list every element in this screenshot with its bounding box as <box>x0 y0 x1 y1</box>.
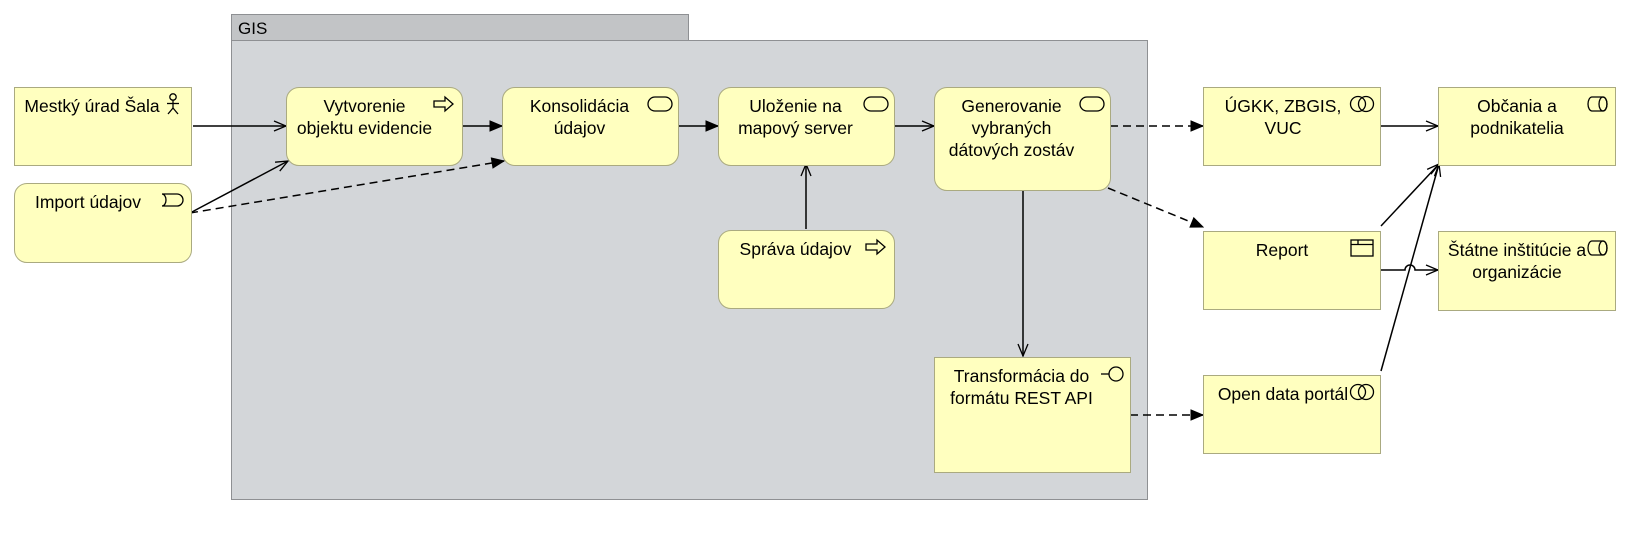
node-ugkk[interactable]: ÚGKK, ZBGIS, VUC <box>1203 87 1381 166</box>
node-vytvorenie[interactable]: Vytvorenie objektu evidencie <box>286 87 463 166</box>
service-icon <box>863 93 889 115</box>
interface-icon <box>1099 363 1125 385</box>
node-label: Občania a podnikatelia <box>1470 96 1564 138</box>
node-label: Uloženie na mapový server <box>738 96 853 138</box>
collaboration-icon <box>1349 381 1375 403</box>
node-sprava[interactable]: Správa údajov <box>718 230 895 309</box>
group-label: GIS <box>238 19 268 38</box>
node-obcania[interactable]: Občania a podnikatelia <box>1438 87 1616 166</box>
relation-report-obcania[interactable] <box>1380 164 1439 227</box>
node-ulozenie[interactable]: Uloženie na mapový server <box>718 87 895 166</box>
process-arrow-icon <box>863 236 889 258</box>
node-konsolidacia[interactable]: Konsolidácia údajov <box>502 87 679 166</box>
collaboration-icon <box>1349 93 1375 115</box>
node-generovanie[interactable]: Generovanie vybraných dátových zostáv <box>934 87 1111 191</box>
node-label: Import údajov <box>34 192 142 212</box>
node-report[interactable]: Report <box>1203 231 1381 310</box>
role-icon <box>1584 237 1610 259</box>
node-label: Transformácia do formátu REST API <box>950 366 1093 408</box>
actor-icon <box>160 93 186 115</box>
relation-import-vytvorenie[interactable] <box>189 161 288 214</box>
node-label: Generovanie vybraných dátových zostáv <box>948 96 1075 160</box>
role-icon <box>1584 93 1610 115</box>
node-mestsky-urad[interactable]: Mestký úrad Šala <box>14 87 192 166</box>
node-transformacia[interactable]: Transformácia do formátu REST API <box>934 357 1131 473</box>
node-statne[interactable]: Štátne inštitúcie a organizácie <box>1438 231 1616 311</box>
relation-opendata-obcania[interactable] <box>1380 164 1439 372</box>
event-icon <box>160 189 186 211</box>
node-label: Štátne inštitúcie a organizácie <box>1447 240 1587 282</box>
node-label: Open data portál <box>1217 384 1349 404</box>
node-label: ÚGKK, ZBGIS, VUC <box>1224 96 1342 138</box>
node-import[interactable]: Import údajov <box>14 183 192 263</box>
node-label: Konsolidácia údajov <box>529 96 630 138</box>
node-label: Report <box>1255 240 1309 260</box>
node-label: Mestký úrad Šala <box>24 96 160 116</box>
group-tab-gis[interactable]: GIS <box>231 14 689 41</box>
node-label: Správa údajov <box>739 239 852 259</box>
representation-icon <box>1349 237 1375 259</box>
node-label: Vytvorenie objektu evidencie <box>296 96 433 138</box>
relation-import-konsolidacia[interactable] <box>189 161 504 214</box>
relation-generovanie-report[interactable] <box>1107 187 1203 228</box>
node-open-data[interactable]: Open data portál <box>1203 375 1381 454</box>
service-icon <box>647 93 673 115</box>
service-icon <box>1079 93 1105 115</box>
process-arrow-icon <box>431 93 457 115</box>
